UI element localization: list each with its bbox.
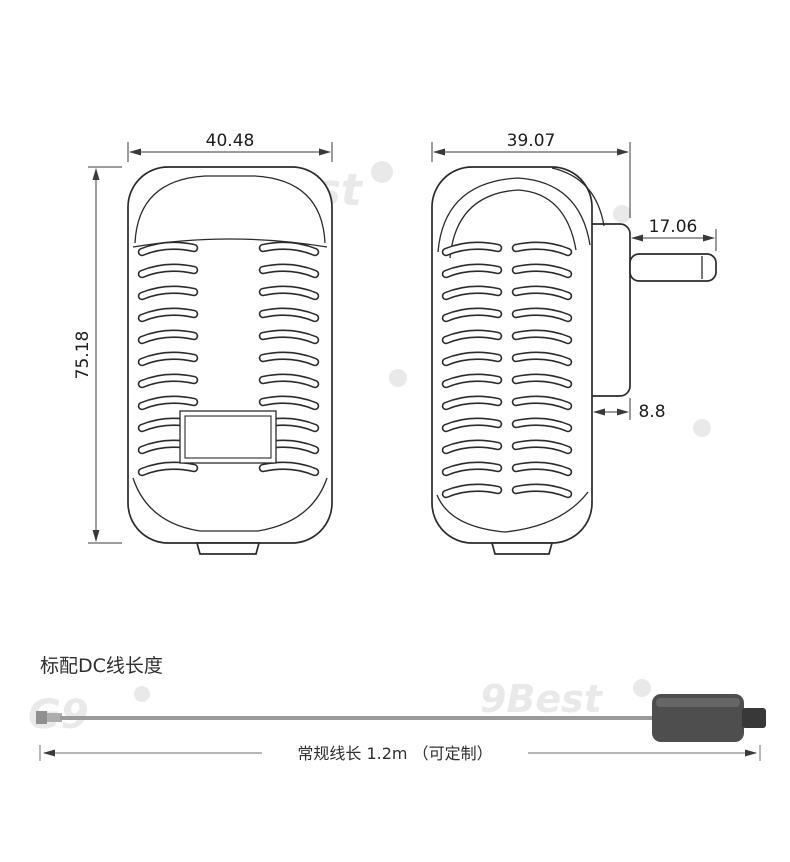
cable-left-connector [36, 711, 47, 724]
side-view [431, 166, 717, 555]
dim-front-width-label: 40.48 [206, 131, 255, 151]
watermark-text: 9Best [480, 677, 604, 721]
dim-pin-length-label: 17.06 [649, 217, 698, 237]
dim-side-width-label: 39.07 [507, 131, 556, 151]
watermark-dot [693, 419, 711, 437]
watermark-dot [633, 679, 651, 697]
dim-pin-length: 17.06 [631, 217, 717, 251]
watermark-dot [389, 369, 407, 387]
dim-front-width: 40.48 [127, 131, 333, 162]
side-bottom-foot [490, 542, 554, 555]
front-top-cap-line [134, 175, 326, 244]
front-label-plate-inner [184, 415, 272, 459]
side-bottom-cap-line [436, 491, 589, 533]
dim-plate-offset-label: 8.8 [638, 402, 665, 422]
side-top-connector-curve [551, 167, 605, 227]
front-view [127, 166, 333, 555]
watermark-dot [613, 205, 631, 223]
front-bottom-foot [195, 542, 261, 555]
dim-front-height: 75.18 [73, 166, 122, 544]
watermark-dot [371, 161, 393, 183]
dim-front-height-label: 75.18 [73, 331, 93, 380]
cable-left-connector-tip [47, 713, 62, 722]
cable-diagram [36, 694, 766, 742]
dim-plate-offset: 8.8 [593, 398, 666, 422]
dc-plug-barrel-tip [742, 708, 766, 728]
cable-section: 标配DC线长度 常规线长 1.2m （可定制） [36, 655, 766, 763]
dim-side-width: 39.07 [431, 131, 631, 218]
cable-length-label: 常规线长 1.2m （可定制） [297, 744, 492, 763]
dc-plug-highlight [656, 698, 740, 707]
side-top-cap-line [437, 177, 591, 253]
watermark-dot [134, 686, 150, 702]
cable-section-heading: 标配DC线长度 [40, 655, 163, 677]
front-bottom-cap-line [132, 477, 328, 532]
side-top-cap-inner-line [449, 189, 577, 259]
side-plug-pin [629, 253, 717, 282]
cable-length-dimension: 常规线长 1.2m （可定制） [39, 744, 761, 763]
